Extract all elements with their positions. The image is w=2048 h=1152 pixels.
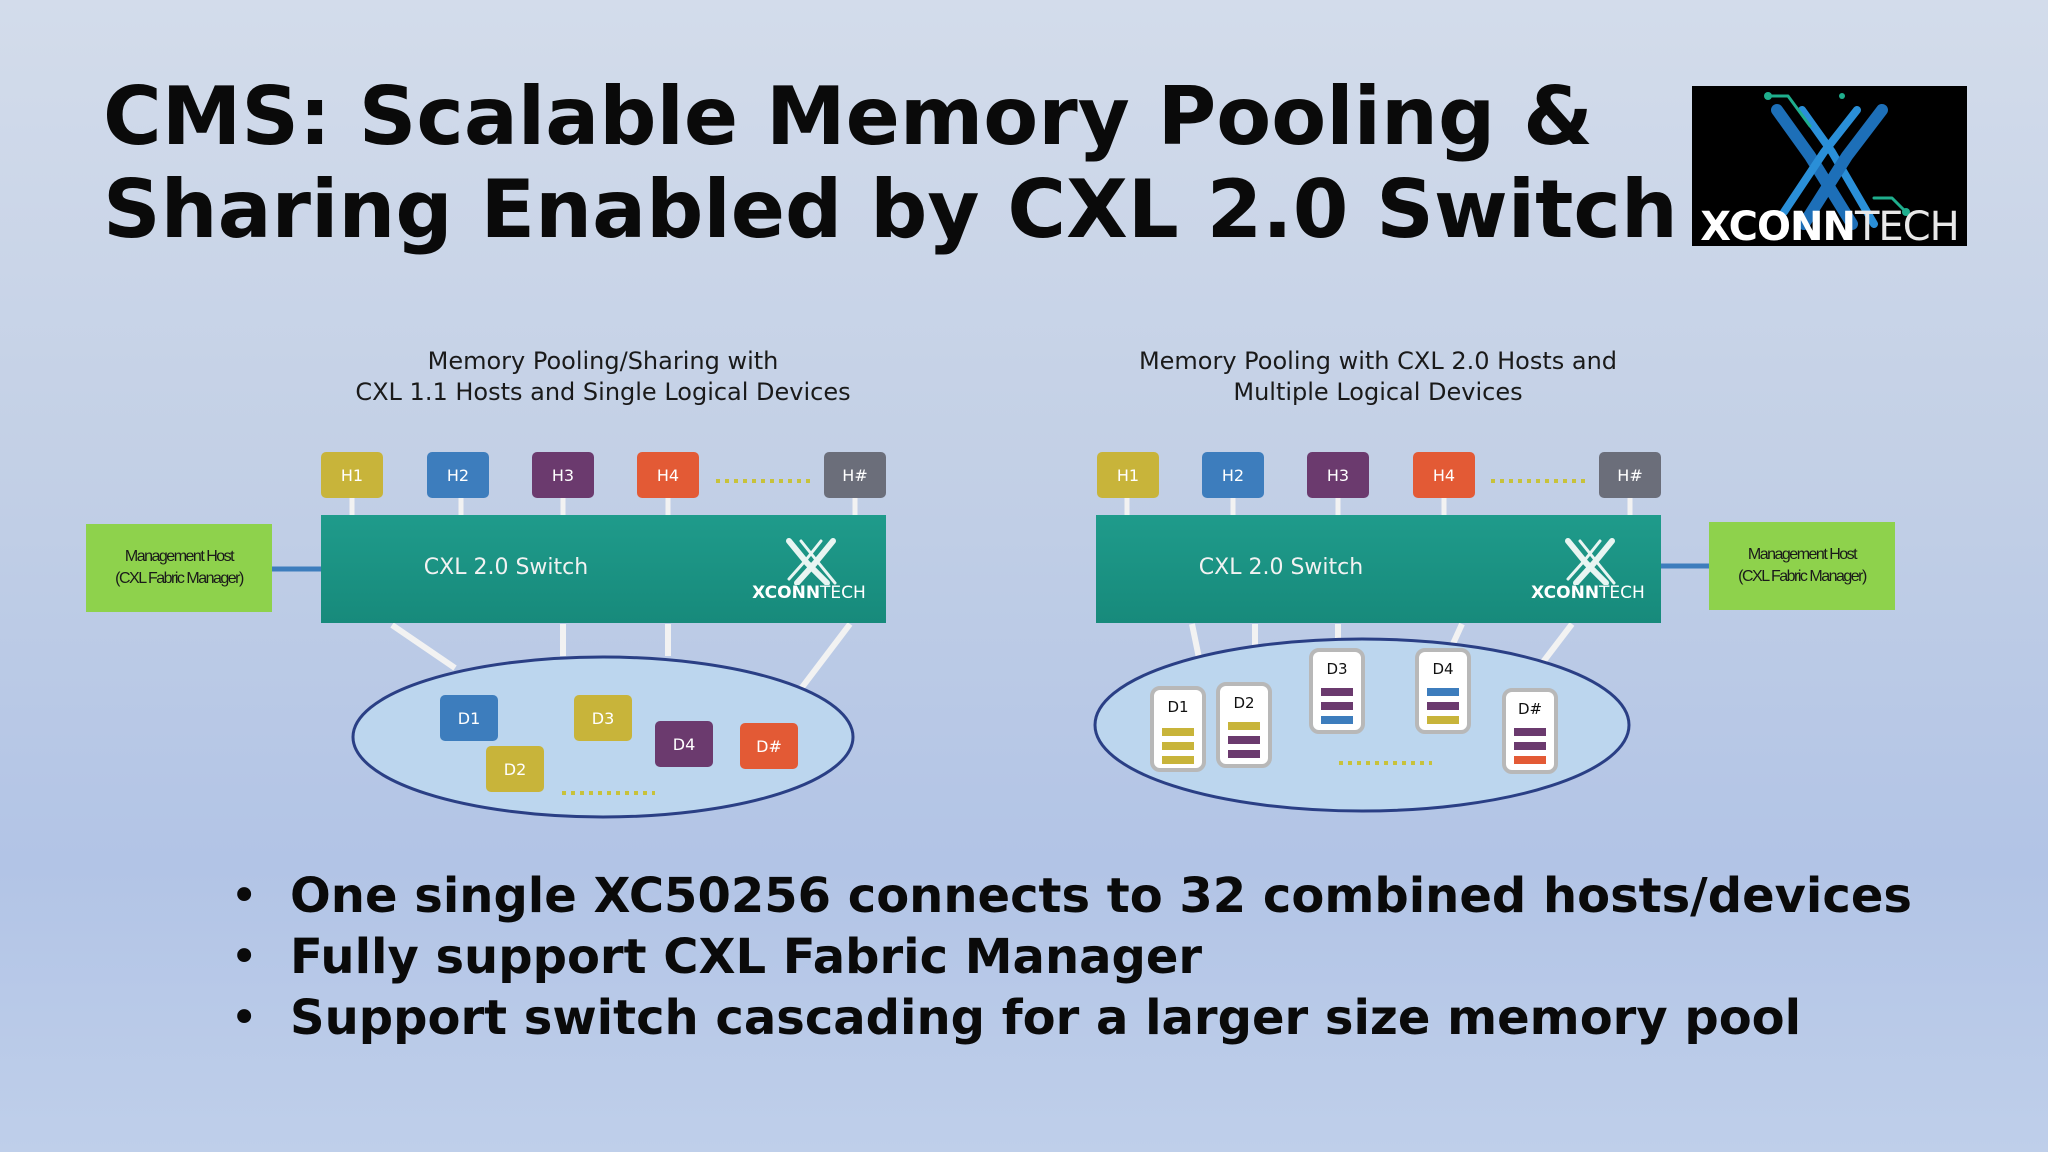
right-host-n: H#: [1599, 452, 1661, 498]
left-host-links: [349, 495, 858, 522]
left-device-links: [390, 622, 853, 692]
right-device-3: D3: [1309, 648, 1365, 734]
slice-bar: [1514, 742, 1546, 750]
left-mgmt-line-1: Management Host: [124, 548, 235, 565]
left-host-4: H4: [637, 452, 699, 498]
slice-bar: [1228, 750, 1260, 758]
right-management-host: Management Host (CXL Fabric Manager): [1709, 522, 1895, 610]
x-logo-icon: [786, 538, 837, 586]
bullet-dot-icon: •: [230, 929, 259, 985]
right-device-n-label: D#: [1517, 700, 1543, 718]
slide-title: CMS: Scalable Memory Pooling & Sharing E…: [103, 70, 1678, 256]
right-host-links: [1124, 495, 1633, 515]
right-device-1-label: D1: [1167, 698, 1189, 716]
right-device-4: D4: [1415, 648, 1471, 734]
left-host-2: H2: [427, 452, 489, 498]
right-title-line-2: Multiple Logical Devices: [1233, 378, 1523, 406]
logo-bold-text: XCONN: [1700, 204, 1856, 250]
slice-bar: [1321, 688, 1353, 696]
right-device-4-label: D4: [1432, 660, 1454, 678]
right-device-2-label: D2: [1233, 694, 1255, 712]
slice-bar: [1228, 722, 1260, 730]
slice-bar: [1514, 728, 1546, 736]
right-diagram-title: Memory Pooling with CXL 2.0 Hosts and Mu…: [1078, 346, 1678, 408]
right-title-line-1: Memory Pooling with CXL 2.0 Hosts and: [1138, 347, 1618, 375]
bullet-dot-icon: •: [230, 868, 259, 924]
x-logo-icon: [1565, 538, 1616, 586]
bullet-item: •Support switch cascading for a larger s…: [230, 988, 1912, 1049]
right-switch-label: CXL 2.0 Switch: [1198, 555, 1364, 580]
slice-bar: [1427, 716, 1459, 724]
right-mgmt-line-1: Management Host: [1747, 546, 1858, 563]
bullet-item: •One single XC50256 connects to 32 combi…: [230, 866, 1912, 927]
left-device-3: D3: [574, 695, 632, 741]
right-host-1: H1: [1097, 452, 1159, 498]
slice-bar: [1427, 702, 1459, 710]
right-switch-logo: XCONNTECH: [1528, 535, 1648, 615]
logo-light-text: TECH: [1855, 204, 1960, 250]
slice-bar: [1321, 702, 1353, 710]
left-host-3: H3: [532, 452, 594, 498]
bullet-item: •Fully support CXL Fabric Manager: [230, 927, 1912, 988]
right-device-1: D1: [1150, 686, 1206, 772]
right-device-3-label: D3: [1326, 660, 1348, 678]
left-management-host: Management Host (CXL Fabric Manager): [86, 524, 272, 612]
slice-bar: [1162, 756, 1194, 764]
slice-bar: [1162, 728, 1194, 736]
company-logo: XCONNTECH: [1692, 86, 1967, 250]
slice-bar: [1228, 736, 1260, 744]
right-switch-logo-text: XCONNTECH: [1531, 583, 1645, 603]
left-switch-label: CXL 2.0 Switch: [423, 555, 589, 580]
bullet-dot-icon: •: [230, 990, 259, 1046]
x-logo-icon: [1764, 92, 1910, 230]
slice-bar: [1427, 688, 1459, 696]
right-host-4: H4: [1413, 452, 1475, 498]
left-title-line-2: CXL 1.1 Hosts and Single Logical Devices: [355, 378, 851, 406]
slice-bar: [1162, 742, 1194, 750]
left-cxl-switch: CXL 2.0 Switch XCONNTECH: [321, 515, 886, 623]
right-cxl-switch: CXL 2.0 Switch XCONNTECH: [1096, 515, 1661, 623]
slice-bar: [1321, 716, 1353, 724]
right-device-2: D2: [1216, 682, 1272, 768]
right-mgmt-line-2: (CXL Fabric Manager): [1738, 568, 1867, 585]
left-mgmt-line-2: (CXL Fabric Manager): [115, 570, 244, 587]
left-device-1: D1: [440, 695, 498, 741]
title-line-2: Sharing Enabled by CXL 2.0 Switch: [103, 163, 1678, 256]
left-host-n: H#: [824, 452, 886, 498]
right-host-3: H3: [1307, 452, 1369, 498]
logo-wordmark: XCONNTECH: [1692, 204, 1967, 250]
left-device-4: D4: [655, 721, 713, 767]
left-device-n: D#: [740, 723, 798, 769]
right-device-n: D#: [1502, 688, 1558, 774]
left-switch-logo: XCONNTECH: [749, 535, 869, 615]
bullet-list: •One single XC50256 connects to 32 combi…: [230, 866, 1912, 1049]
left-device-2: D2: [486, 746, 544, 792]
title-line-1: CMS: Scalable Memory Pooling &: [103, 70, 1593, 163]
slice-bar: [1514, 756, 1546, 764]
right-host-2: H2: [1202, 452, 1264, 498]
left-title-line-1: Memory Pooling/Sharing with: [427, 347, 779, 375]
left-switch-logo-text: XCONNTECH: [752, 583, 866, 603]
left-diagram-title: Memory Pooling/Sharing with CXL 1.1 Host…: [303, 346, 903, 408]
left-host-1: H1: [321, 452, 383, 498]
